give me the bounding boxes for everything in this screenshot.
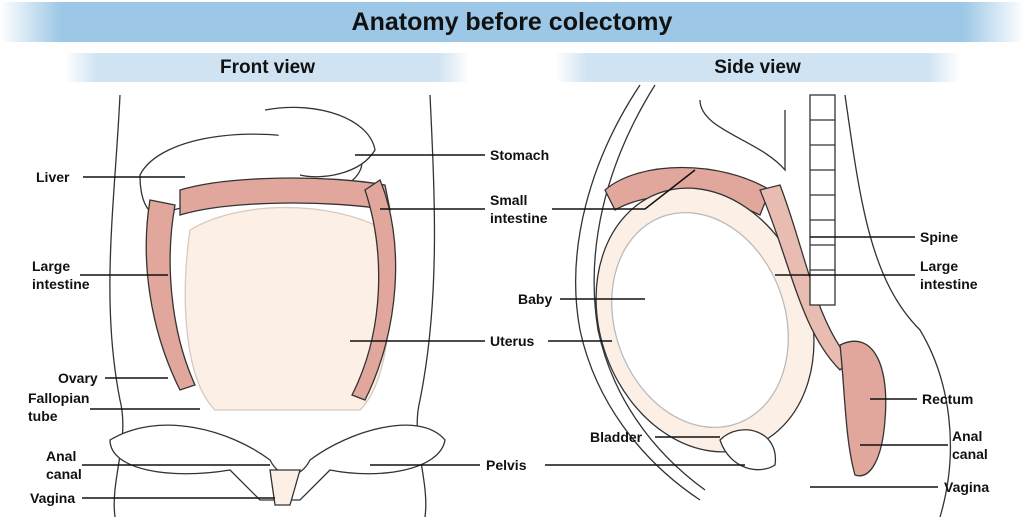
label-large-intestine-front: Large intestine <box>32 258 90 292</box>
bladder-shape <box>719 429 776 471</box>
label-ovary: Ovary <box>58 370 98 386</box>
label-bladder: Bladder <box>590 429 643 445</box>
body-outline-left <box>109 94 124 517</box>
abdomen-outline <box>575 84 701 501</box>
side-view-heading: Side view <box>555 53 960 82</box>
diagram-title: Anatomy before colectomy <box>0 2 1024 42</box>
label-small-intestine: Small intestine <box>490 192 548 226</box>
baby-shape <box>611 211 789 429</box>
label-spine: Spine <box>920 229 959 245</box>
vagina-shape <box>269 469 301 506</box>
spine-shape <box>809 94 952 517</box>
label-rectum: Rectum <box>922 391 974 407</box>
label-vagina-side: Vagina <box>944 479 990 495</box>
side-view-drawing <box>575 84 952 517</box>
descending-colon <box>351 179 397 401</box>
label-fallopian-tube: Fallopian tube <box>28 390 90 424</box>
label-stomach: Stomach <box>490 147 550 163</box>
stomach-shape <box>264 106 376 178</box>
pelvis-shape <box>109 424 446 501</box>
ascending-colon <box>145 199 196 391</box>
front-view-drawing <box>109 94 446 517</box>
front-view-heading: Front view <box>65 53 470 82</box>
label-anal-canal-front: Anal canal <box>46 448 82 482</box>
label-vagina-front: Vagina <box>30 490 76 506</box>
stomach-side <box>699 99 786 172</box>
body-outline-right <box>416 94 436 517</box>
label-anal-canal-side: Anal canal <box>952 428 988 462</box>
label-liver: Liver <box>36 169 70 185</box>
leader-lines <box>80 154 948 499</box>
label-pelvis: Pelvis <box>486 457 527 473</box>
label-baby: Baby <box>518 291 553 307</box>
label-uterus: Uterus <box>490 333 535 349</box>
rectum-shape <box>839 340 887 477</box>
label-large-intestine-side: Large intestine <box>920 258 978 292</box>
